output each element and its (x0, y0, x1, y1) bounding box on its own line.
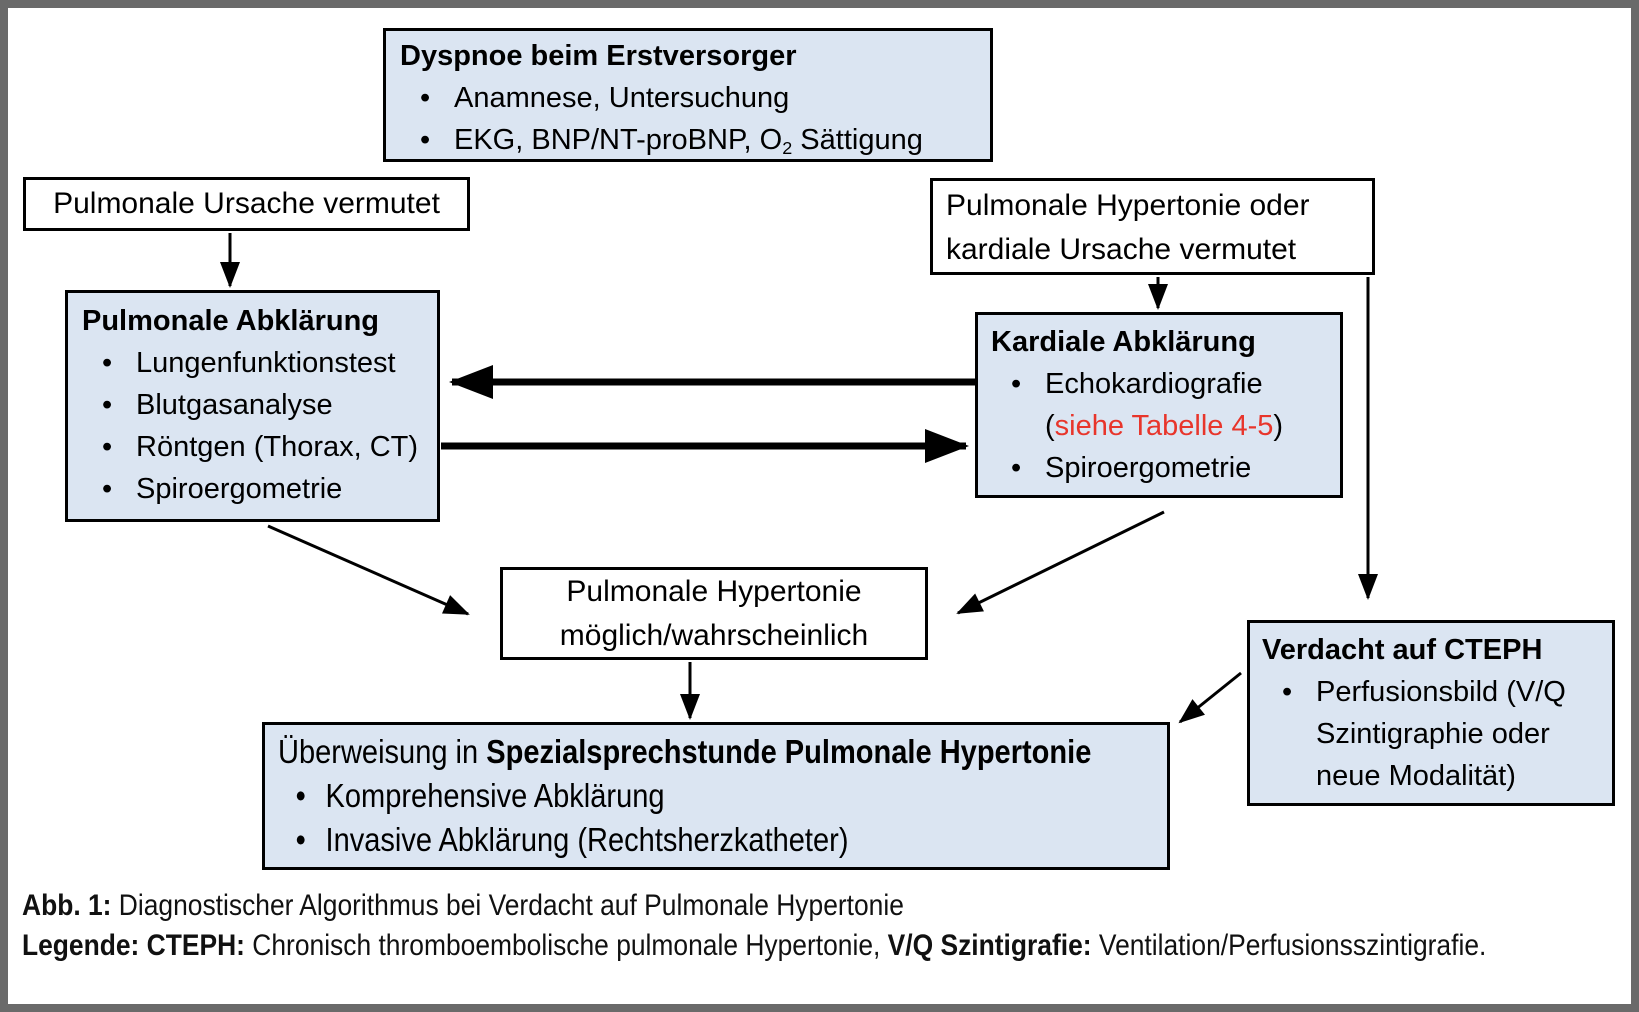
paren-open: ( (1045, 410, 1055, 442)
pulmonale-ursache-text: Pulmonale Ursache vermutet (53, 187, 440, 220)
ph-moeglich-text: Pulmonale Hypertonie möglich/wahrscheinl… (559, 574, 869, 652)
legend-label: Legende: CTEPH: (22, 929, 245, 962)
kardiale-abklaerung-box: Kardiale Abklärung Echokardiografie (sie… (975, 312, 1343, 498)
ueberweisung-bullet-list: Komprehensive Abklärung Invasive Abkläru… (278, 774, 1166, 862)
ph-moeglich-box: Pulmonale Hypertonie möglich/wahrscheinl… (500, 567, 928, 660)
ueberweisung-content: Überweisung in Spezialsprechstunde Pulmo… (278, 730, 1166, 862)
kardiale-ursache-text: Pulmonale Hypertonie oder kardiale Ursac… (946, 189, 1310, 266)
bullet-item: Blutgasanalyse (82, 384, 423, 426)
ueberweisung-title: Überweisung in Spezialsprechstunde Pulmo… (278, 730, 1166, 774)
paren-close: ) (1273, 410, 1284, 442)
legend-text-2: Ventilation/Perfusionsszintigrafie. (1091, 929, 1487, 962)
dyspnoe-box-title: Dyspnoe beim Erstversorger (400, 40, 797, 72)
pulmonale-abklaerung-title: Pulmonale Abklärung (82, 305, 380, 337)
legend-text-1: Chronisch thromboembolische pulmonale Hy… (244, 929, 888, 962)
bullet-item: Komprehensive Abklärung (278, 774, 1166, 818)
figure-caption-line2: Legende: CTEPH: Chronisch thromboembolis… (22, 926, 1639, 966)
bullet-item: Anamnese, Untersuchung (400, 77, 976, 119)
bullet-item: Spiroergometrie (991, 447, 1327, 489)
ueberweisung-title-normal: Überweisung in (278, 733, 487, 770)
kardiale-abklaerung-title: Kardiale Abklärung (991, 326, 1256, 358)
cteph-box-title: Verdacht auf CTEPH (1262, 634, 1543, 666)
vq-label: V/Q Szintigrafie: (887, 929, 1092, 962)
o2-subscript: 2 (782, 138, 793, 159)
bullet-text: Sättigung (792, 124, 923, 156)
bullet-item: Spiroergometrie (82, 468, 423, 510)
kardiale-ursache-box: Pulmonale Hypertonie oder kardiale Ursac… (930, 178, 1375, 275)
bullet-item: Invasive Abklärung (Rechtsherzkatheter) (278, 818, 1166, 862)
bullet-text: EKG, BNP/NT-proBNP, O (454, 124, 783, 156)
dyspnoe-box: Dyspnoe beim Erstversorger Anamnese, Unt… (383, 28, 993, 162)
arrow-pulmonale-abklaerung-to-ph-moeglich (267, 524, 470, 616)
figure-label: Abb. 1: (22, 889, 112, 922)
pulmonale-abklaerung-bullet-list: Lungenfunktionstest Blutgasanalyse Röntg… (82, 342, 423, 510)
figure-caption-line1: Abb. 1: Diagnostischer Algorithmus bei V… (22, 886, 1639, 926)
ueberweisung-box: Überweisung in Spezialsprechstunde Pulmo… (262, 722, 1170, 870)
table-reference-line: (siehe Tabelle 4-5) (991, 405, 1327, 447)
cteph-box: Verdacht auf CTEPH Perfusionsbild (V/Q S… (1247, 620, 1615, 806)
pulmonale-ursache-box: Pulmonale Ursache vermutet (23, 177, 470, 231)
bullet-item: Echokardiografie (991, 363, 1327, 405)
table-reference-text: siehe Tabelle 4-5 (1054, 410, 1274, 442)
arrow-cteph-to-ueberweisung (1178, 671, 1242, 724)
dyspnoe-bullet-list: Anamnese, Untersuchung EKG, BNP/NT-proBN… (400, 77, 976, 161)
ueberweisung-title-bold: Spezialsprechstunde Pulmonale Hypertonie (486, 733, 1092, 770)
bullet-item: Lungenfunktionstest (82, 342, 423, 384)
bullet-item: Perfusionsbild (V/Q Szintigraphie oder n… (1262, 671, 1600, 797)
kardiale-abklaerung-bullet-list: Echokardiografie (siehe Tabelle 4-5) Spi… (991, 363, 1327, 489)
bullet-item: Röntgen (Thorax, CT) (82, 426, 423, 468)
figure-title-text: Diagnostischer Algorithmus bei Verdacht … (111, 889, 904, 922)
figure-caption: Abb. 1: Diagnostischer Algorithmus bei V… (22, 886, 1639, 966)
arrow-kardiale-abklaerung-to-ph-moeglich (956, 510, 1165, 615)
bullet-item: EKG, BNP/NT-proBNP, O2 Sättigung (400, 119, 976, 161)
cteph-bullet-list: Perfusionsbild (V/Q Szintigraphie oder n… (1262, 671, 1600, 797)
pulmonale-abklaerung-box: Pulmonale Abklärung Lungenfunktionstest … (65, 290, 440, 522)
